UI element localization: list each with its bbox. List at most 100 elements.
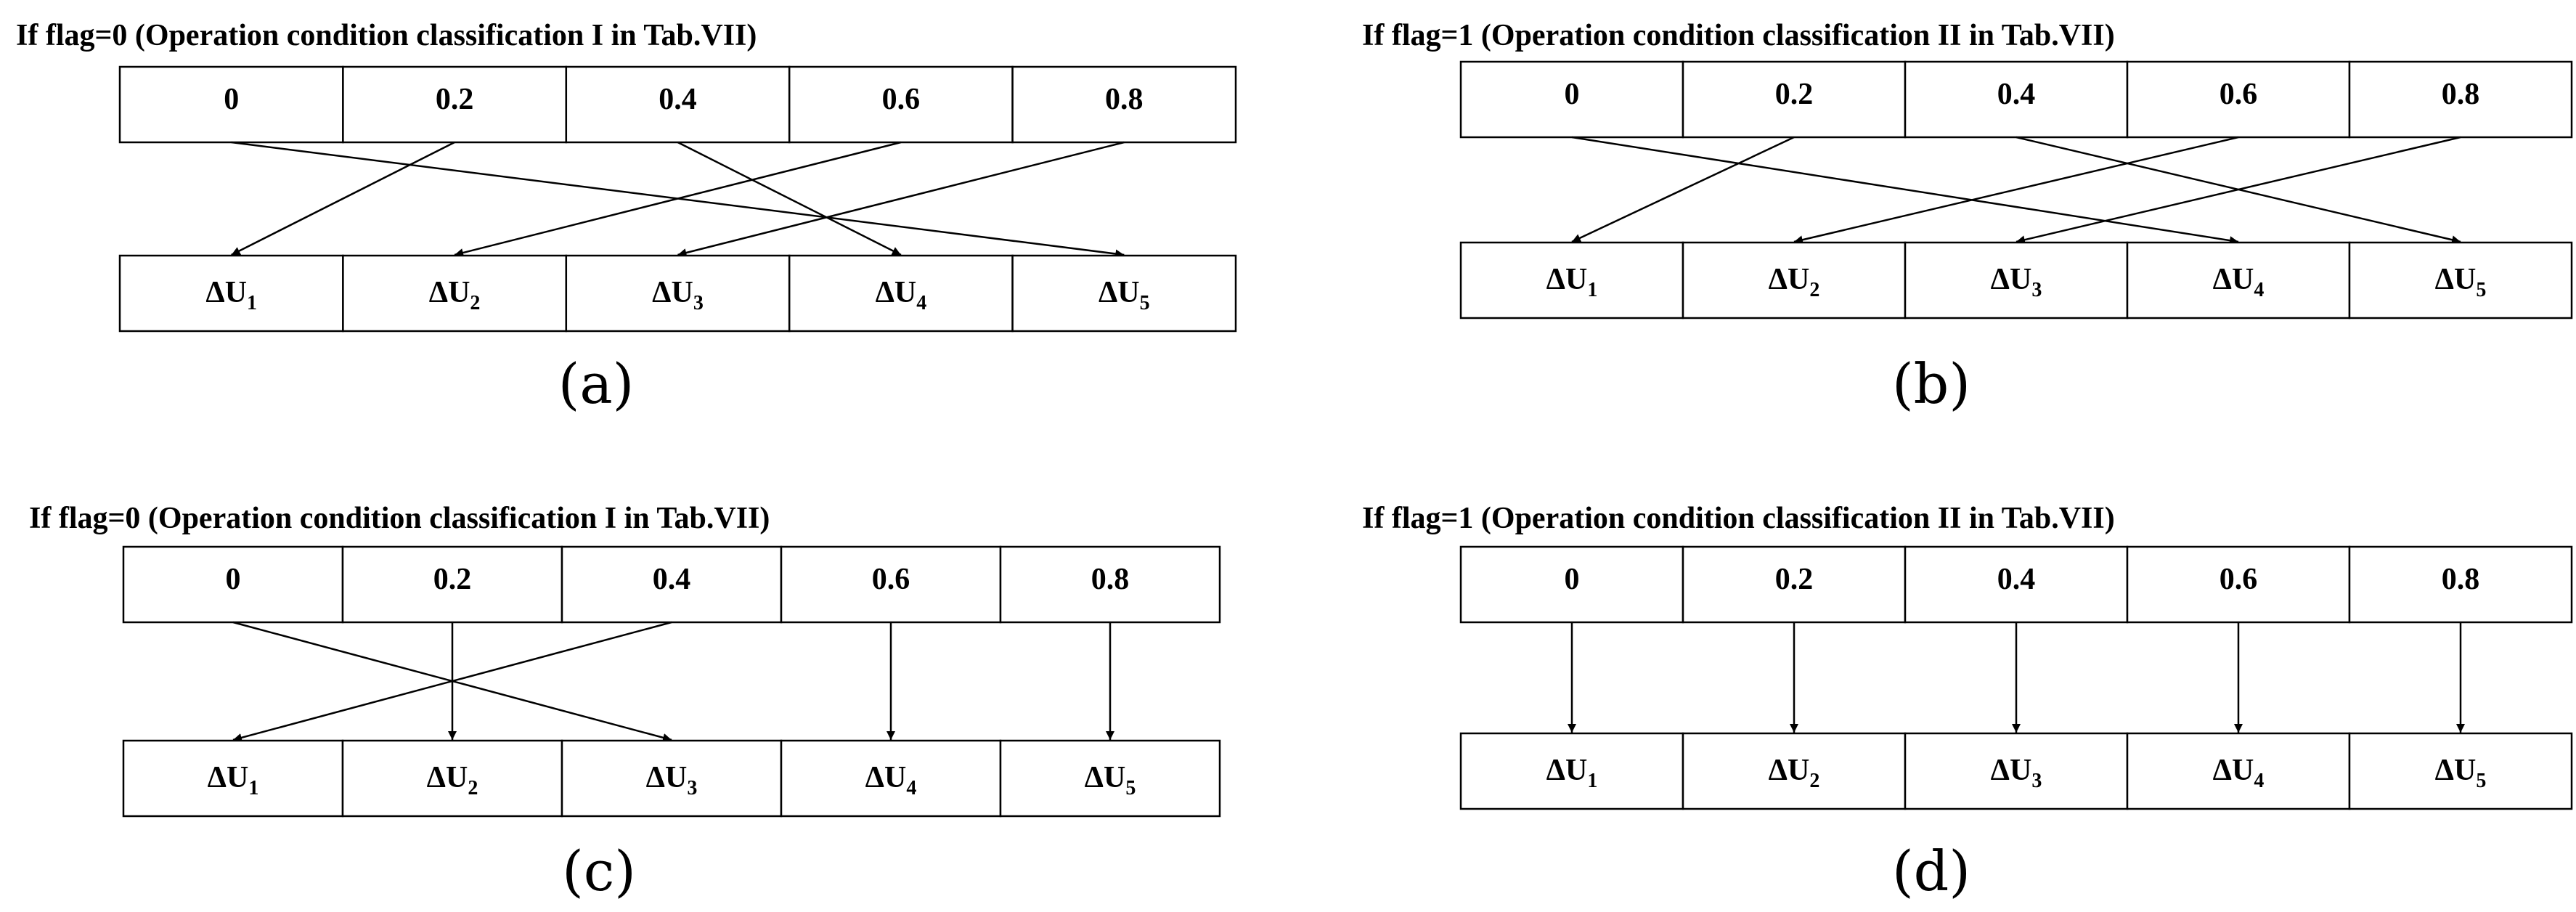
bottom-cell-label: ΔU4 [2213, 754, 2265, 792]
bottom-cell [2348, 732, 2573, 810]
mapping-arrow [231, 141, 455, 256]
top-cell [2348, 60, 2573, 139]
mapping-arrow [232, 621, 672, 742]
top-cell-label: 0.4 [653, 563, 691, 596]
mapping-arrow [1793, 136, 2239, 245]
bottom-cell [999, 739, 1221, 818]
delta-u-symbol: ΔU [205, 276, 247, 309]
subscript: 1 [247, 292, 257, 314]
delta-u-symbol: ΔU [1085, 761, 1126, 794]
delta-u-symbol: ΔU [2213, 754, 2254, 787]
bottom-cell-label: ΔU3 [1991, 754, 2042, 792]
arrows [1568, 622, 2465, 733]
top-cell [341, 545, 563, 624]
panel-heading: If flag=1 (Operation condition classific… [1362, 19, 2115, 52]
top-cell-label: 0 [224, 83, 239, 116]
delta-u-symbol: ΔU [2435, 263, 2477, 296]
bottom-cell [565, 254, 791, 333]
delta-u-symbol: ΔU [208, 761, 249, 794]
bottom-cell-label: ΔU5 [1099, 276, 1150, 314]
top-row: 0 0.2 0.4 0.6 0.8 [122, 545, 1221, 624]
panel-label: (d) [1892, 839, 1970, 903]
panel-label: (c) [562, 839, 636, 903]
top-cell [342, 65, 568, 144]
delta-u-symbol: ΔU [865, 761, 907, 794]
top-cell-label: 0.2 [436, 83, 474, 116]
subscript: 3 [2031, 279, 2042, 301]
bottom-cell [788, 254, 1014, 333]
delta-u-symbol: ΔU [652, 276, 693, 309]
top-cell-label: 0.6 [882, 83, 921, 116]
top-cell-label: 0.8 [1105, 83, 1144, 116]
arrows [1571, 136, 2461, 245]
delta-u-symbol: ΔU [876, 276, 917, 309]
mapping-arrow [1571, 136, 2239, 245]
top-cell-label: 0 [226, 563, 241, 596]
bottom-cell [561, 739, 783, 818]
subscript: 2 [1809, 770, 1819, 792]
subscript: 4 [2254, 279, 2264, 301]
delta-u-symbol: ΔU [2213, 263, 2254, 296]
top-cell-label: 0.2 [1775, 78, 1814, 111]
top-cell [1459, 60, 1684, 139]
panel-a: If flag=0 (Operation condition classific… [16, 19, 1237, 416]
top-cell-label: 0 [1565, 563, 1580, 596]
bottom-cell [780, 739, 1002, 818]
top-cell-label: 0.6 [872, 563, 910, 596]
bottom-cell-label: ΔU5 [1085, 761, 1136, 799]
delta-u-symbol: ΔU [1546, 263, 1588, 296]
delta-u-symbol: ΔU [1991, 263, 2032, 296]
top-cell-label: 0.6 [2220, 78, 2258, 111]
subscript: 2 [468, 777, 478, 799]
bottom-cell [118, 254, 344, 333]
subscript: 3 [693, 292, 704, 314]
bottom-cell [2126, 732, 2351, 810]
bottom-cell [1682, 732, 1907, 810]
delta-u-symbol: ΔU [1991, 754, 2032, 787]
panel-label: (b) [1892, 351, 1970, 416]
top-cell [1904, 545, 2129, 624]
top-cell-label: 0.6 [2220, 563, 2258, 596]
subscript: 1 [1587, 770, 1597, 792]
panel-heading: If flag=0 (Operation condition classific… [16, 19, 757, 52]
top-cell-label: 0.8 [1091, 563, 1130, 596]
top-cell-label: 0.8 [2442, 563, 2480, 596]
top-cell [780, 545, 1002, 624]
delta-u-symbol: ΔU [1099, 276, 1140, 309]
arrows [231, 141, 1125, 258]
top-cell-label: 0.8 [2442, 78, 2480, 111]
subscript: 3 [2031, 770, 2042, 792]
top-cell [118, 65, 344, 144]
bottom-cell-label: ΔU1 [1546, 754, 1598, 792]
delta-u-symbol: ΔU [646, 761, 688, 794]
delta-u-symbol: ΔU [427, 761, 468, 794]
subscript: 1 [1587, 279, 1597, 301]
bottom-cell-label: ΔU3 [1991, 263, 2042, 301]
bottom-cell-label: ΔU1 [208, 761, 259, 799]
bottom-cell [2126, 241, 2351, 319]
subscript: 2 [1809, 279, 1819, 301]
top-cell [1459, 545, 1684, 624]
bottom-cell [1459, 732, 1684, 810]
subscript: 4 [906, 777, 916, 799]
bottom-cell [1682, 241, 1907, 319]
delta-u-symbol: ΔU [1769, 754, 1810, 787]
bottom-cell-label: ΔU4 [865, 761, 917, 799]
subscript: 5 [2476, 770, 2486, 792]
bottom-cell-label: ΔU3 [646, 761, 698, 799]
top-cell-label: 0.2 [433, 563, 472, 596]
subscript: 5 [2476, 279, 2486, 301]
bottom-cell-label: ΔU5 [2435, 263, 2487, 301]
bottom-cell-label: ΔU4 [876, 276, 927, 314]
mapping-arrow [2015, 136, 2461, 245]
delta-u-symbol: ΔU [1546, 754, 1588, 787]
top-cell [565, 65, 791, 144]
mapping-arrow [677, 141, 1125, 257]
bottom-cell [122, 739, 344, 818]
subscript: 5 [1140, 292, 1150, 314]
mapping-arrow [1571, 136, 1795, 243]
